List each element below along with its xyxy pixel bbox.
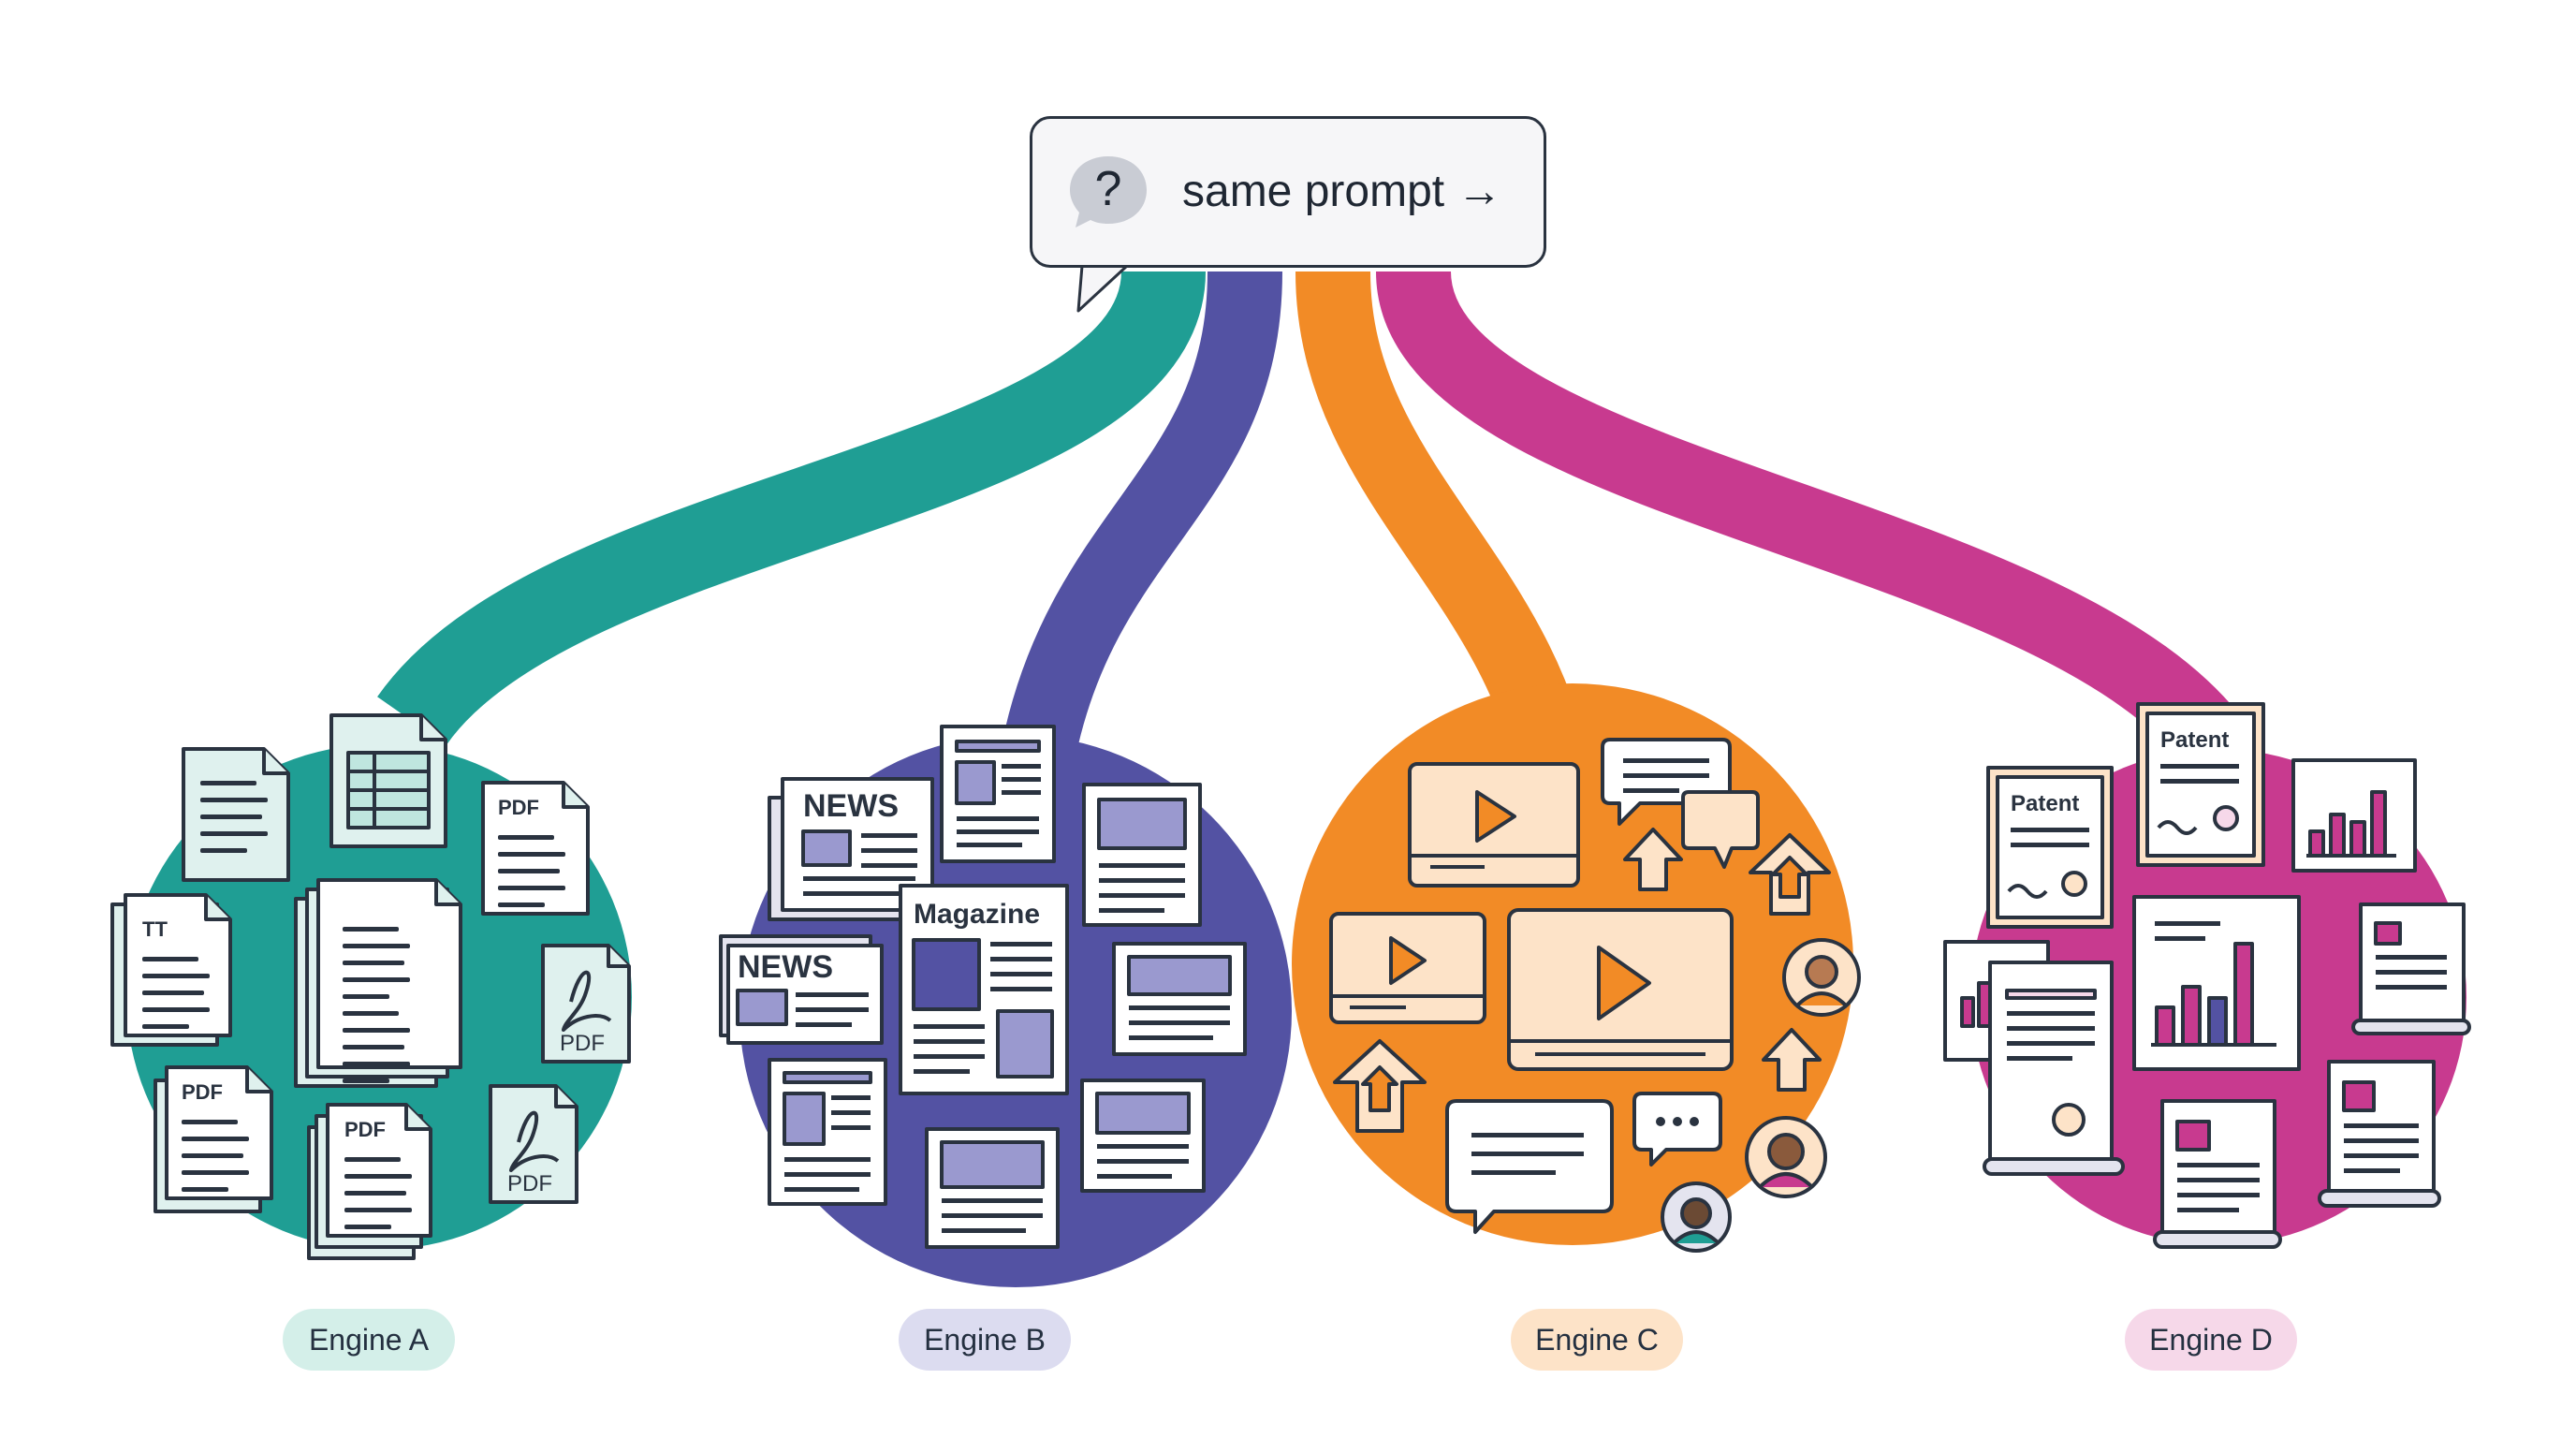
engine-d-documents: Patent Patent	[1943, 702, 2471, 1249]
txt-label: TT	[142, 917, 168, 941]
engine-a-label: Engine A	[283, 1309, 455, 1371]
article-icon	[768, 1058, 887, 1206]
prompt-label: same prompt →	[1182, 167, 1502, 216]
bar-chart-report-icon	[2132, 895, 2301, 1071]
news-label: NEWS	[738, 949, 833, 985]
news-label: NEWS	[803, 788, 899, 824]
video-player-icon	[1507, 908, 1734, 1071]
bar-chart-report-icon	[2291, 758, 2417, 873]
engine-c-media	[1329, 738, 1861, 1253]
patent-label: Patent	[2160, 727, 2229, 753]
video-player-icon	[1408, 762, 1580, 888]
scroll-document-icon	[2318, 1060, 2441, 1208]
newspaper-icon: NEWS	[768, 777, 934, 921]
text-document-icon: TT	[110, 893, 232, 1047]
user-avatar-icon	[1782, 938, 1861, 1017]
engine-d-label: Engine D	[2125, 1309, 2297, 1371]
patent-certificate-icon: Patent	[2136, 702, 2265, 867]
newspaper-icon: NEWS	[719, 934, 884, 1045]
article-icon	[1112, 942, 1247, 1056]
document-stack-icon	[294, 878, 462, 1088]
engine-a-documents: PDF TT PDF	[110, 713, 631, 1260]
patent-label: Patent	[2011, 791, 2079, 816]
chat-bubble-icon	[1445, 1099, 1614, 1234]
upvote-arrow-icon	[1762, 1028, 1822, 1092]
scroll-document-icon	[2153, 1099, 2282, 1249]
engine-b-label: Engine B	[899, 1309, 1071, 1371]
pdf-document-icon: PDF	[154, 1065, 273, 1213]
article-icon	[1080, 1078, 1206, 1193]
upvote-arrow-icon	[1333, 1039, 1427, 1133]
video-player-icon	[1329, 912, 1486, 1024]
svg-text:?: ?	[1095, 162, 1122, 216]
pdf-document-stack-icon: PDF	[307, 1103, 432, 1260]
pdf-label: PDF	[507, 1171, 552, 1196]
acrobat-pdf-icon: PDF	[541, 944, 631, 1064]
acrobat-pdf-icon: PDF	[489, 1084, 578, 1204]
pdf-label: PDF	[182, 1080, 223, 1104]
engine-b-documents: NEWS Magazine NEWS	[719, 725, 1247, 1249]
user-avatar-icon	[1745, 1116, 1827, 1198]
pdf-label: PDF	[344, 1118, 386, 1141]
patent-certificate-icon: Patent	[1986, 766, 2114, 929]
article-icon	[1082, 783, 1202, 927]
article-icon	[925, 1127, 1060, 1249]
user-avatar-icon	[1661, 1181, 1732, 1253]
pdf-label: PDF	[498, 796, 539, 819]
document-icon	[182, 747, 290, 882]
spreadsheet-icon	[329, 713, 447, 848]
pdf-document-icon: PDF	[481, 781, 590, 916]
magazine-icon: Magazine	[899, 884, 1069, 1095]
scroll-document-icon	[2351, 902, 2471, 1035]
article-icon	[940, 725, 1056, 863]
engine-c-label: Engine C	[1511, 1309, 1683, 1371]
chat-bubble-icon	[1681, 790, 1760, 869]
upvote-arrow-icon	[1749, 833, 1831, 916]
scroll-document-icon	[1983, 961, 2125, 1176]
prompt-bubble: ? same prompt →	[1030, 116, 1546, 268]
typing-bubble-icon	[1632, 1092, 1722, 1167]
pdf-label: PDF	[560, 1031, 605, 1056]
magazine-label: Magazine	[914, 899, 1040, 930]
question-icon: ?	[1070, 156, 1147, 227]
upvote-arrow-icon	[1623, 828, 1683, 891]
